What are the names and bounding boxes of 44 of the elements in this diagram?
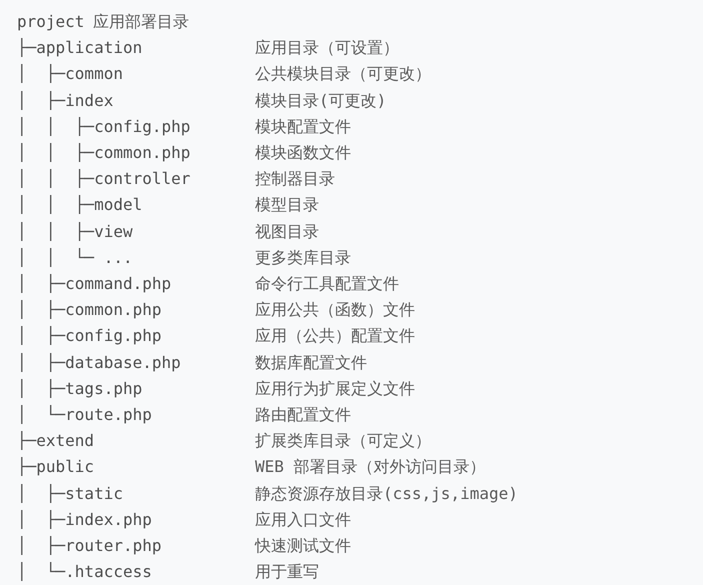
tree-entry: │ ├─database.php xyxy=(17,352,181,374)
tree-entry: │ ├─index.php xyxy=(17,508,152,531)
root-directory-name: project xyxy=(17,11,84,33)
tree-entry: ├─public xyxy=(17,456,94,478)
tree-entry: │ │ ├─controller xyxy=(17,168,190,190)
entry-description: 应用（公共）配置文件 xyxy=(255,325,415,348)
entry-description: 静态资源存放目录(css,js,image) xyxy=(255,482,518,505)
tree-entry: │ │ ├─common.php xyxy=(17,142,190,164)
tree-entry: │ ├─tags.php xyxy=(17,378,142,400)
entry-description: 模块目录(可更改) xyxy=(255,90,386,112)
entry-description: 应用公共（函数）文件 xyxy=(255,299,415,322)
tree-entry: │ └─.htaccess xyxy=(17,561,152,584)
entry-description: 更多类库目录 xyxy=(255,246,351,269)
entry-description: 公共模块目录（可更改） xyxy=(255,63,431,86)
tree-entry: │ ├─router.php xyxy=(17,535,162,557)
entry-description: 控制器目录 xyxy=(255,168,335,190)
entry-description: 扩展类库目录（可定义） xyxy=(255,430,431,452)
entry-description: 命令行工具配置文件 xyxy=(255,273,399,295)
tree-entry: │ ├─common.php xyxy=(17,299,162,322)
tree-entry: ├─application xyxy=(17,37,142,60)
tree-entry: │ ├─config.php xyxy=(17,325,162,348)
tree-entry: ├─extend xyxy=(17,430,94,452)
entry-description: WEB 部署目录（对外访问目录） xyxy=(255,456,486,478)
tree-entry: │ │ ├─config.php xyxy=(17,116,190,138)
tree-entry: │ ├─index xyxy=(17,90,114,112)
entry-description: 模块配置文件 xyxy=(255,116,351,138)
tree-entry: │ │ ├─model xyxy=(17,194,142,216)
entry-description: 模型目录 xyxy=(255,194,319,216)
entry-description: 应用目录（可设置） xyxy=(255,37,399,60)
entry-description: 用于重写 xyxy=(255,561,319,584)
tree-entry: │ ├─command.php xyxy=(17,273,172,295)
entry-description: 视图目录 xyxy=(255,220,319,243)
tree-entry: │ │ └─ ... xyxy=(17,246,133,269)
entry-description: 模块函数文件 xyxy=(255,142,351,164)
entry-description: 路由配置文件 xyxy=(255,404,351,426)
entry-description: 数据库配置文件 xyxy=(255,352,367,374)
tree-entry: │ ├─common xyxy=(17,63,123,86)
tree-entry: │ ├─static xyxy=(17,482,123,505)
entry-description: 应用入口文件 xyxy=(255,508,351,531)
entry-description: 应用行为扩展定义文件 xyxy=(255,378,415,400)
tree-entry: │ └─route.php xyxy=(17,404,152,426)
root-description: 应用部署目录 xyxy=(93,11,189,33)
entry-description: 快速测试文件 xyxy=(255,535,351,557)
tree-entry: │ │ ├─view xyxy=(17,220,133,243)
